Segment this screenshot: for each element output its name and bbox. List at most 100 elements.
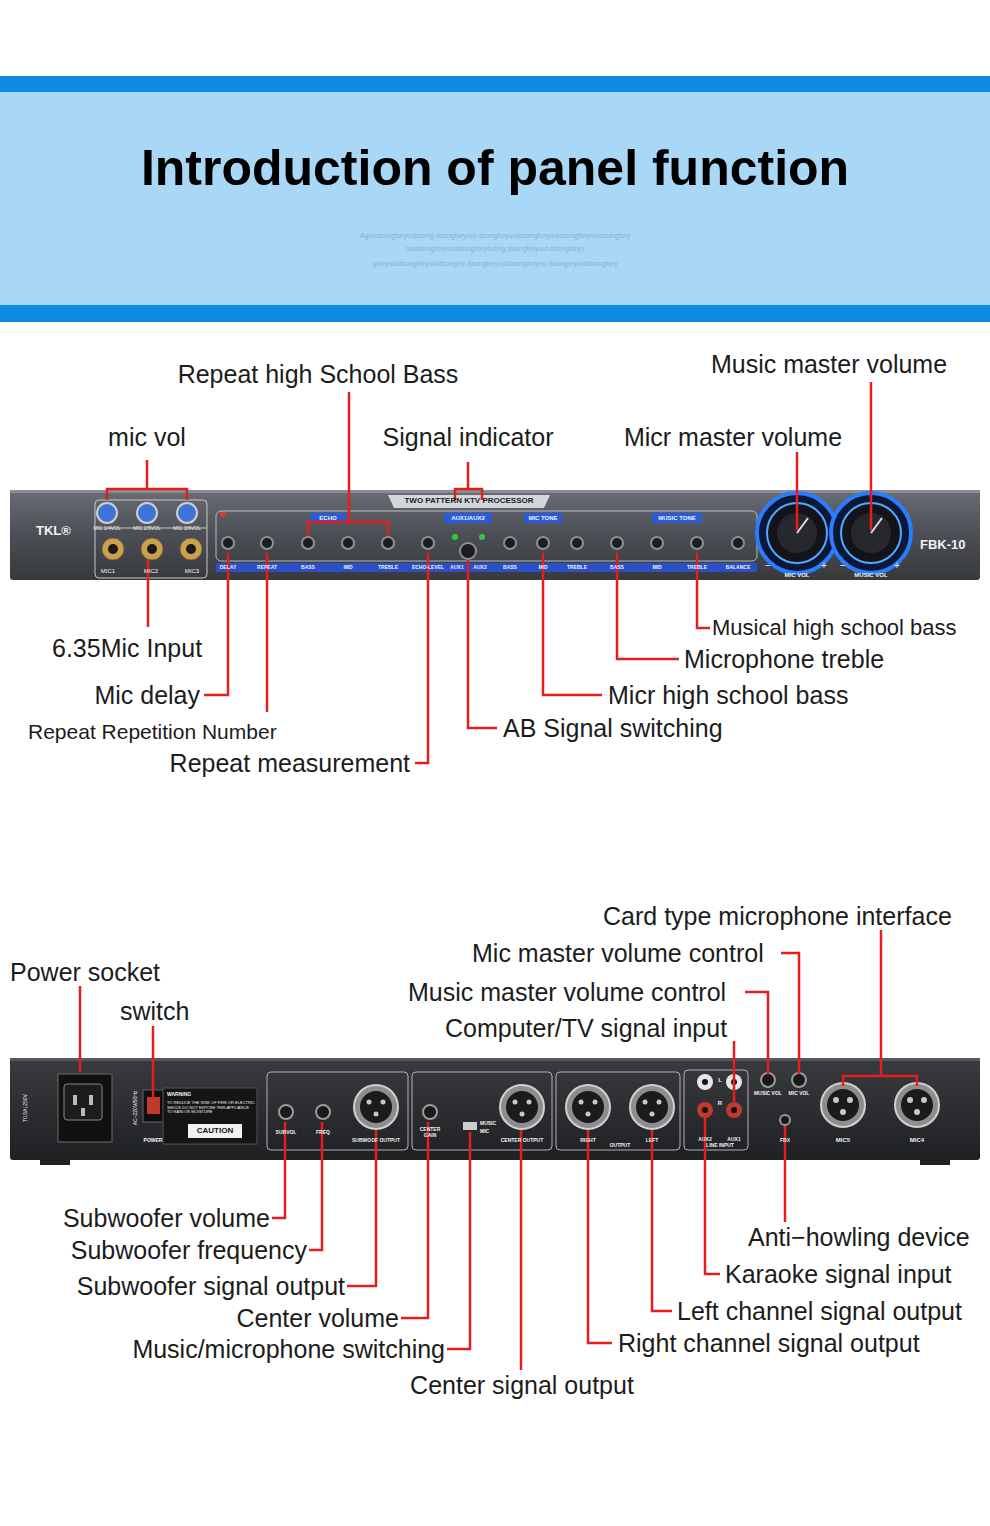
callout-label: gforyoutdsongforyoutdsongfor dsongforyou… xyxy=(372,260,617,268)
callout-label: LINE INPUT xyxy=(706,1142,734,1148)
callout-label: CAUTION xyxy=(197,1126,233,1136)
callout-label: OUTPUT xyxy=(610,1142,631,1148)
callout-label: Repeat high School Bass xyxy=(178,359,459,389)
callout-label: MIC5 xyxy=(836,1137,850,1144)
callout-label: TKL® xyxy=(36,523,71,539)
callout-label: MID xyxy=(538,564,547,570)
header-stripe xyxy=(0,76,990,92)
front-panel xyxy=(10,490,980,580)
callout-label: Computer/TV signal input xyxy=(445,1013,727,1043)
callout-label: TREBLE xyxy=(687,564,707,570)
callout-label: Repeat measurement xyxy=(170,748,410,778)
callout-label: Music master volume control xyxy=(408,977,726,1007)
callout-label: Music/microphone switching xyxy=(132,1334,445,1364)
callout-label: Agoodsongforyoutdoing dsongforyout dsong… xyxy=(360,232,630,240)
callout-label: L xyxy=(718,1077,722,1084)
callout-label: Subwoofer frequency xyxy=(71,1235,307,1265)
callout-label: BASS xyxy=(610,564,624,570)
callout-label: Music master volume xyxy=(711,349,947,379)
callout-label: Mic delay xyxy=(94,680,200,710)
callout-label: MID xyxy=(652,564,661,570)
rear-panel xyxy=(10,1058,980,1165)
callout-label: AB Signal switching xyxy=(503,713,723,743)
callout-label: SUBVOL xyxy=(276,1129,297,1135)
callout-label: TREBLE xyxy=(378,564,398,570)
callout-label: Repeat Repetition Number xyxy=(28,719,277,744)
callout-label: TO REDUCE THE RISK OF FIRE OR ELECTRIC S… xyxy=(167,1101,255,1115)
callout-label: WARNING xyxy=(167,1091,191,1097)
callout-label: Microphone treble xyxy=(684,644,884,674)
callout-label: − xyxy=(765,560,771,572)
callout-label: − xyxy=(840,560,846,572)
callout-label: MIC 1/4VOL xyxy=(93,525,121,531)
callout-label: MIC1 xyxy=(101,568,115,575)
callout-label: SUBWOOF OUTPUT xyxy=(352,1137,400,1143)
callout-label: AUX1 xyxy=(450,564,463,570)
callout-label: MUSIC xyxy=(480,1120,496,1126)
callout-label: MID xyxy=(343,564,352,570)
callout-label: MIC xyxy=(480,1128,489,1134)
callout-label: TWO PATTERN KTV PROCESSOR xyxy=(404,496,533,506)
callout-label: MIC VOL xyxy=(785,572,810,579)
callout-label: Karaoke signal input xyxy=(725,1259,952,1289)
callout-label: Card type microphone interface xyxy=(603,901,952,931)
callout-label: Power socket xyxy=(10,957,160,987)
callout-label: Left channel signal output xyxy=(677,1296,962,1326)
callout-label: Musical high school bass xyxy=(712,615,957,641)
callout-label: Center signal output xyxy=(410,1370,634,1400)
callout-label: DELAY xyxy=(220,564,237,570)
callout-label: MIC TONE xyxy=(528,515,557,522)
callout-label: Anti−howling device xyxy=(748,1222,970,1252)
callout-label: Signal indicator xyxy=(383,422,554,452)
callout-label: Subwoofer volume xyxy=(63,1203,270,1233)
callout-label: MIC3 xyxy=(185,568,199,575)
header-band xyxy=(0,92,990,305)
callout-label: Right channel signal output xyxy=(618,1328,920,1358)
callout-label: AUX2 xyxy=(698,1136,711,1142)
callout-label: FBK-10 xyxy=(920,537,966,553)
callout-label: POWER xyxy=(144,1137,163,1143)
callout-label: mic vol xyxy=(108,422,186,452)
callout-label: MIC VOL xyxy=(789,1090,810,1096)
callout-label: FREQ xyxy=(316,1129,330,1135)
callout-label: MIC4 xyxy=(910,1137,924,1144)
callout-label: + xyxy=(894,560,900,572)
callout-label: AUX1/AUX2 xyxy=(451,515,485,522)
callout-label: ECHO xyxy=(319,515,336,522)
callout-label: RIGHT xyxy=(580,1137,596,1143)
callout-label: Mic master volume control xyxy=(472,938,764,968)
header-stripe xyxy=(0,305,990,322)
callout-label: FBX xyxy=(780,1137,790,1143)
callout-label: MIC 3/6VOL xyxy=(173,525,201,531)
callout-label: MIC2 xyxy=(144,568,158,575)
callout-label: ECHO-LEVEL xyxy=(412,564,444,570)
callout-label: outdsongforyoutdsongforyouting dsongfory… xyxy=(405,245,584,253)
callout-label: AUX2 xyxy=(473,564,486,570)
callout-label: MUSIC TONE xyxy=(658,515,696,522)
callout-label: 6.35Mic Input xyxy=(52,633,202,663)
callout-label: TREBLE xyxy=(567,564,587,570)
page-title: Introduction of panel function xyxy=(0,138,990,198)
callout-label: Center volume xyxy=(236,1303,399,1333)
callout-label: BALANCE xyxy=(726,564,750,570)
callout-label: + xyxy=(821,560,827,572)
callout-label: BASS xyxy=(301,564,315,570)
callout-label: LEFT xyxy=(646,1137,659,1143)
callout-label: Micr master volume xyxy=(624,422,842,452)
callout-label: T0.5AL250V xyxy=(22,1094,28,1122)
callout-label: MIC 2/5VOL xyxy=(133,525,161,531)
callout-label: Micr high school bass xyxy=(608,680,848,710)
callout-label: switch xyxy=(120,996,189,1026)
callout-label: R xyxy=(718,1100,722,1107)
callout-label: CENTER OUTPUT xyxy=(501,1137,544,1143)
callout-label: MUSIC VOL xyxy=(854,572,887,579)
callout-label: Subwoofer signal output xyxy=(77,1271,345,1301)
callout-label: MUSIC VOL xyxy=(754,1090,782,1096)
callout-label: REPEAT xyxy=(257,564,277,570)
callout-label: CENTER GAIN xyxy=(418,1127,442,1139)
leader-lines xyxy=(107,382,871,763)
callout-label: AC~220V/50Hz xyxy=(132,1091,138,1126)
callout-label: BASS xyxy=(503,564,517,570)
callout-label: AUX1 xyxy=(727,1136,740,1142)
